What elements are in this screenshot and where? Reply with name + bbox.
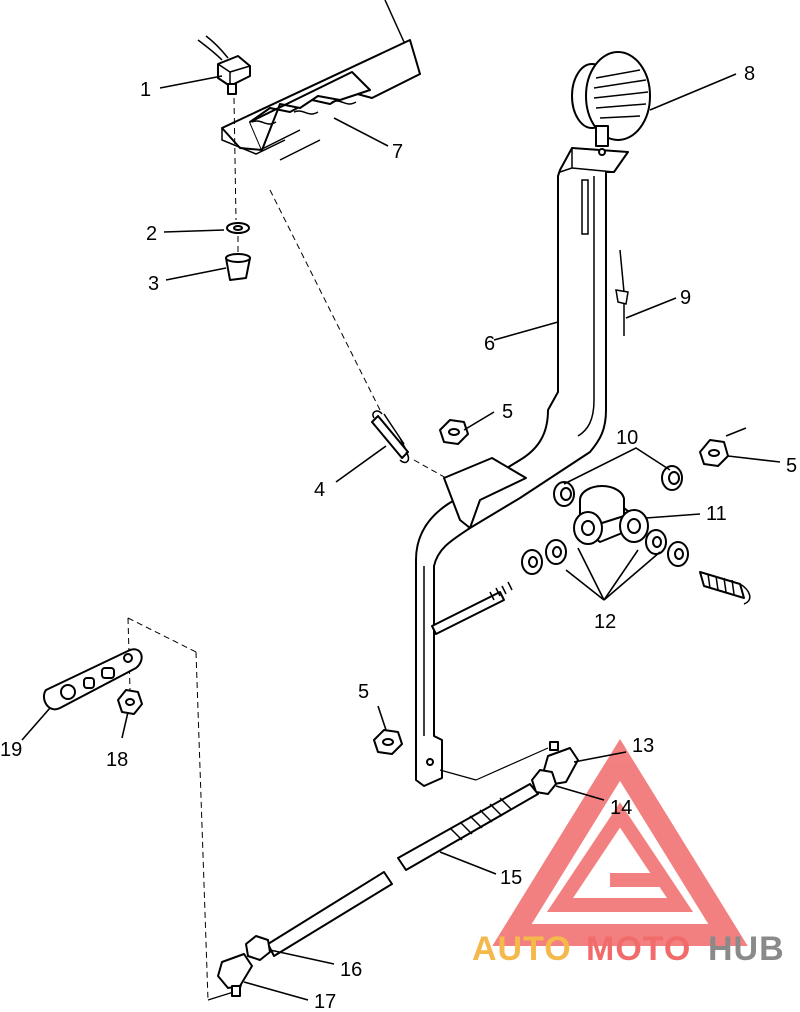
callout-3: 3	[148, 273, 159, 295]
callout-17: 17	[314, 991, 336, 1012]
pin-9	[615, 249, 629, 336]
cap-3	[225, 253, 251, 281]
callout-4: 4	[314, 479, 325, 501]
callout-13: 13	[632, 735, 654, 757]
callout-6: 6	[484, 333, 495, 355]
callout-2: 2	[146, 223, 157, 245]
nut-5-upper	[439, 419, 469, 445]
callout-14: 14	[610, 797, 632, 819]
callout-5-upper: 5	[502, 401, 513, 423]
washer-2	[226, 222, 250, 234]
watermark-text-hub: HUB	[708, 930, 785, 968]
watermark-logo	[492, 739, 748, 946]
nut-5-right	[699, 439, 729, 467]
watermark-text-auto: AUTO	[472, 930, 572, 968]
washers-12	[521, 529, 689, 575]
callout-15: 15	[500, 867, 522, 889]
callout-18: 18	[106, 749, 128, 771]
pedal-pad	[571, 51, 651, 147]
watermark-text: AUTO MOTO HUB	[472, 930, 785, 968]
nut-5-lower	[373, 729, 403, 755]
watermark-text-moto: MOTO	[586, 930, 691, 968]
callout-19: 19	[0, 739, 22, 761]
callout-1: 1	[140, 79, 151, 101]
brake-pedal-arm	[415, 147, 629, 787]
pivot-bolt	[431, 427, 751, 635]
leader-lines	[21, 73, 781, 1001]
pivot-bushing	[573, 485, 649, 545]
callout-7: 7	[392, 141, 403, 163]
callout-11: 11	[706, 503, 727, 525]
callout-9: 9	[680, 287, 691, 309]
brake-rod	[267, 783, 539, 957]
callout-10: 10	[616, 427, 638, 449]
lever-arm	[42, 648, 143, 711]
callout-16: 16	[340, 959, 362, 981]
return-spring	[371, 410, 410, 464]
bracket-plate	[221, 0, 421, 161]
callout-5-lower: 5	[358, 681, 369, 703]
callout-numbers: 1 2 3 4 5 5 5 6 7 8 9 10 11 12 13 14 15 …	[0, 63, 797, 1012]
clevis-17	[217, 953, 253, 997]
jam-nut-16	[245, 935, 271, 961]
callout-5-right: 5	[786, 455, 797, 477]
washers-10	[553, 465, 683, 507]
nut-18	[117, 689, 143, 715]
callout-8: 8	[744, 63, 755, 85]
callout-12: 12	[594, 611, 616, 633]
brake-switch	[197, 35, 251, 95]
